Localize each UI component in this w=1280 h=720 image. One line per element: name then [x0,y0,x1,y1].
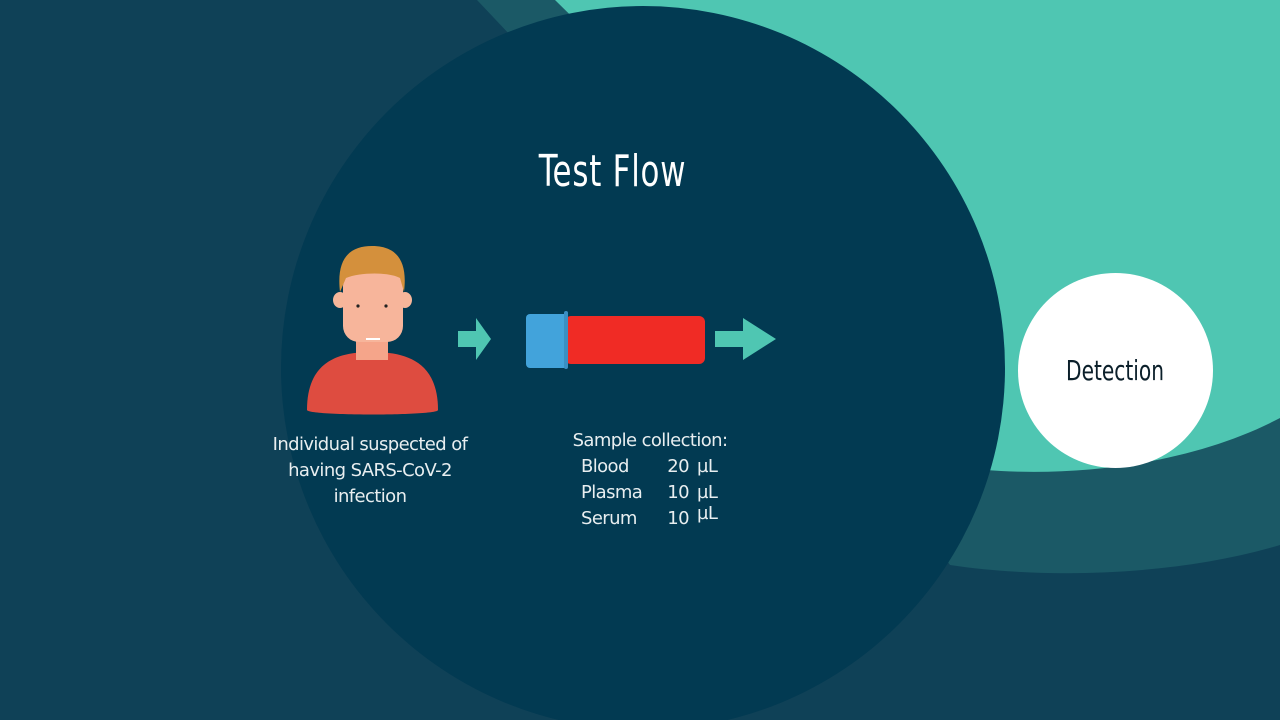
sample-value: 10 [667,482,689,503]
sample-row-plasma: Plasma 10 µL [555,480,745,506]
page-title: Test Flow [538,146,687,197]
sample-label: Serum [581,508,637,529]
sample-row-serum: Serum 10 µL [555,503,745,532]
sample-unit: µL [697,482,718,503]
person-icon [307,246,438,415]
sample-unit: µL [697,503,718,524]
sample-label: Blood [581,456,629,477]
sample-collection: Sample collection: Blood 20 µL Plasma 10… [555,428,745,532]
sample-unit: µL [697,456,718,477]
sample-heading: Sample collection: [572,430,728,451]
sample-label: Plasma [581,482,643,503]
arrow-right-icon [458,318,491,360]
caption-line: Individual suspected of [272,434,468,455]
sample-value: 20 [667,456,689,477]
sample-value: 10 [667,508,689,529]
individual-caption: Individual suspected of having SARS-CoV-… [250,432,490,510]
detection-circle: Detection [1018,273,1213,468]
sample-tube-icon [526,311,705,369]
caption-line: having SARS-CoV-2 [288,460,452,481]
caption-line: infection [333,486,407,507]
detection-label: Detection [1066,354,1165,387]
arrow-right-icon [715,318,776,360]
sample-row-blood: Blood 20 µL [555,454,745,480]
